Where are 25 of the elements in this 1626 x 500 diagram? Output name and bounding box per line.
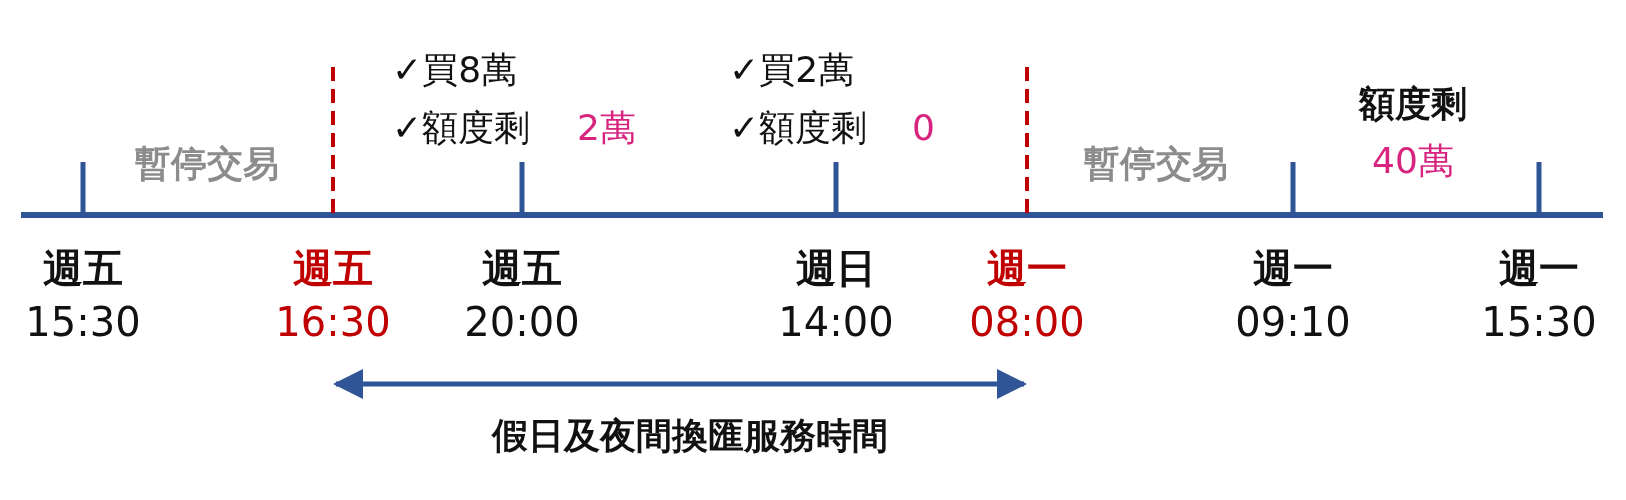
day-label: 週一 xyxy=(987,246,1067,290)
time-label: 15:30 xyxy=(25,300,141,344)
day-label: 週日 xyxy=(796,246,876,290)
time-label: 15:30 xyxy=(1481,300,1597,344)
status-label: 暫停交易 xyxy=(1084,144,1228,184)
time-label: 09:10 xyxy=(1235,300,1351,344)
amount: 0 xyxy=(912,108,935,148)
range-label: 假日及夜間換匯服務時間 xyxy=(492,416,888,456)
time-label: 08:00 xyxy=(969,300,1085,344)
note: 額度剩 xyxy=(1359,84,1467,124)
note: ✓額度剩 xyxy=(392,108,531,148)
day-label: 週一 xyxy=(1499,246,1579,290)
day-label: 週五 xyxy=(293,246,373,290)
time-label: 14:00 xyxy=(778,300,894,344)
note: ✓額度剩 xyxy=(729,108,868,148)
day-label: 週五 xyxy=(43,246,123,290)
day-label: 週一 xyxy=(1253,246,1333,290)
note: ✓買2萬 xyxy=(729,50,855,90)
time-label: 20:00 xyxy=(464,300,580,344)
time-label: 16:30 xyxy=(275,300,391,344)
status-label: 暫停交易 xyxy=(135,144,279,184)
amount: 2萬 xyxy=(577,108,636,148)
day-label: 週五 xyxy=(482,246,562,290)
amount: 40萬 xyxy=(1372,141,1454,181)
note: ✓買8萬 xyxy=(392,50,518,90)
